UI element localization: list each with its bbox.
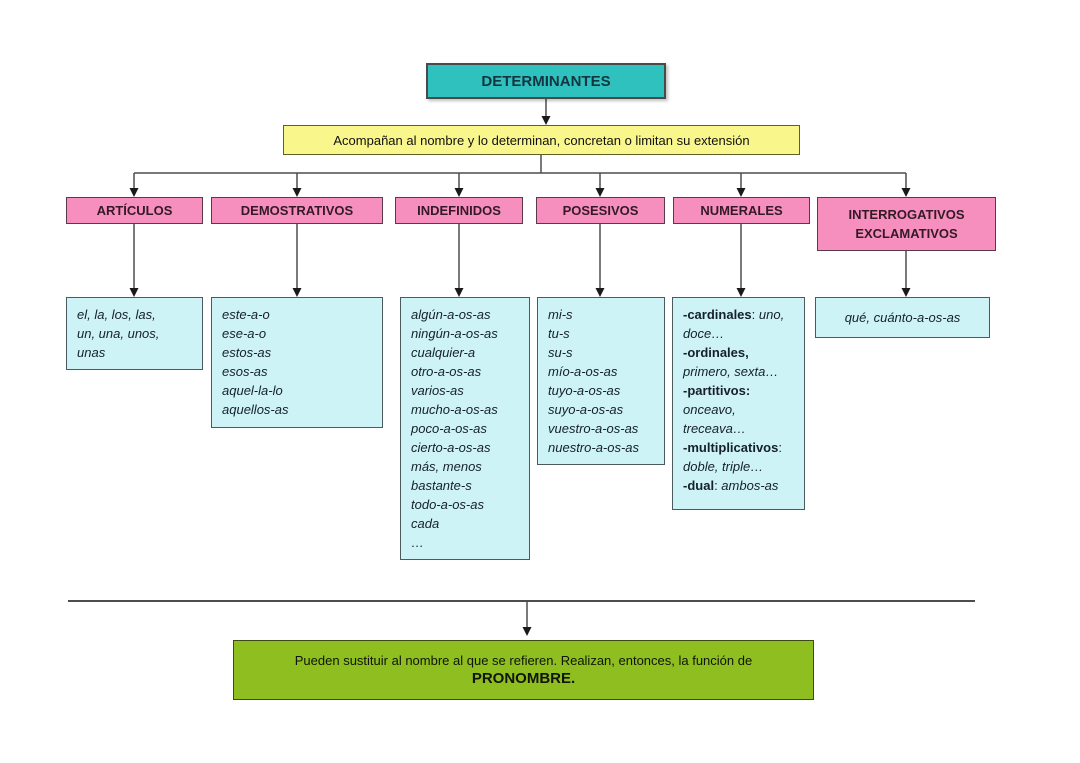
connector-definition-to-branch xyxy=(134,155,906,174)
examples-articulos: el, la, los, las, un, una, unos, unas xyxy=(66,297,203,370)
footer-text: Pueden sustituir al nombre al que se ref… xyxy=(294,653,753,668)
category-label: DEMOSTRATIVOS xyxy=(240,202,354,218)
connector-title-to-definition xyxy=(541,99,551,125)
title-label: DETERMINANTES xyxy=(481,72,611,90)
example-line: todo-a-os-as xyxy=(411,497,484,512)
example-line: treceava… xyxy=(683,421,746,436)
footer-box: Pueden sustituir al nombre al que se ref… xyxy=(233,640,814,700)
definition-box: Acompañan al nombre y lo determinan, con… xyxy=(283,125,800,155)
example-line: suyo-a-os-as xyxy=(548,402,624,417)
category-label: POSESIVOS xyxy=(562,202,639,218)
category-header-numerales: NUMERALES xyxy=(673,197,810,224)
example-line: onceavo, xyxy=(683,402,736,417)
example-line: aquellos-as xyxy=(222,402,289,417)
examples-indefinidos: algún-a-os-as ningún-a-os-as cualquier-a ot… xyxy=(400,297,530,560)
example-line: primero, sexta… xyxy=(683,364,779,379)
example-line: más, menos xyxy=(411,459,482,474)
example-line: -partitivos: xyxy=(683,383,751,398)
example-line: aquel-la-lo xyxy=(222,383,283,398)
example-line: doce… xyxy=(683,326,725,341)
connector-categories-to-examples xyxy=(129,224,911,297)
example-line: nuestro-a-os-as xyxy=(548,440,640,455)
category-label: INTERROGATIVOS EXCLAMATIVOS xyxy=(848,206,965,242)
category-label: INDEFINIDOS xyxy=(417,202,501,218)
example-line: otro-a-os-as xyxy=(411,364,482,379)
example-line: este-a-o xyxy=(222,307,270,322)
category-label: ARTÍCULOS xyxy=(96,202,173,218)
example-line: … xyxy=(411,535,424,550)
example-line: tu-s xyxy=(548,326,570,341)
example-line: esos-as xyxy=(222,364,268,379)
definition-text: Acompañan al nombre y lo determinan, con… xyxy=(333,132,750,148)
examples-posesivos: mi-s tu-s su-s mío-a-os-as tuyo-a-os-as suyo-… xyxy=(537,297,665,465)
example-line: vuestro-a-os-as xyxy=(548,421,639,436)
example-line: bastante-s xyxy=(411,478,472,493)
example-line: un, una, unos, xyxy=(77,326,160,341)
category-header-posesivos: POSESIVOS xyxy=(536,197,665,224)
example-line: ese-a-o xyxy=(222,326,267,341)
category-header-articulos: ARTÍCULOS xyxy=(66,197,203,224)
example-line: -multiplicativos: xyxy=(683,440,782,455)
example-line: doble, triple… xyxy=(683,459,764,474)
connector-branch-to-categories xyxy=(129,173,911,197)
examples-numerales: -cardinales: uno, doce… -ordinales, primero… xyxy=(672,297,805,510)
example-line: cierto-a-os-as xyxy=(411,440,491,455)
category-header-demostrativos: DEMOSTRATIVOS xyxy=(211,197,383,224)
example-line: mi-s xyxy=(548,307,573,322)
example-line: mucho-a-os-as xyxy=(411,402,498,417)
example-line: algún-a-os-as xyxy=(411,307,491,322)
example-line: el, la, los, las, xyxy=(77,307,156,322)
category-header-indefinidos: INDEFINIDOS xyxy=(395,197,523,224)
example-line: ningún-a-os-as xyxy=(411,326,498,341)
examples-demostrativos: este-a-o ese-a-o estos-as esos-as aquel-la-l… xyxy=(211,297,383,428)
footer-pronombre-label: PRONOMBRE. xyxy=(471,670,576,687)
examples-interrogativos-exclamativos: qué, cuánto-a-os-as xyxy=(815,297,990,338)
example-line: cada xyxy=(411,516,440,531)
example-line: unas xyxy=(77,345,106,360)
example-line: su-s xyxy=(548,345,573,360)
connector-separator-to-footer xyxy=(68,600,975,636)
category-header-interrogativos-exclamativos: INTERROGATIVOS EXCLAMATIVOS xyxy=(817,197,996,251)
example-line: -ordinales, xyxy=(683,345,749,360)
example-line: varios-as xyxy=(411,383,464,398)
example-line: cualquier-a xyxy=(411,345,476,360)
title-box: DETERMINANTES xyxy=(426,63,666,99)
example-line: -cardinales: uno, xyxy=(683,307,785,322)
example-line: -dual: ambos-as xyxy=(683,478,779,493)
example-line: qué, cuánto-a-os-as xyxy=(844,310,961,325)
example-line: mío-a-os-as xyxy=(548,364,618,379)
example-line: tuyo-a-os-as xyxy=(548,383,621,398)
example-line: poco-a-os-as xyxy=(411,421,487,436)
category-label: NUMERALES xyxy=(700,202,783,218)
example-line: estos-as xyxy=(222,345,272,360)
